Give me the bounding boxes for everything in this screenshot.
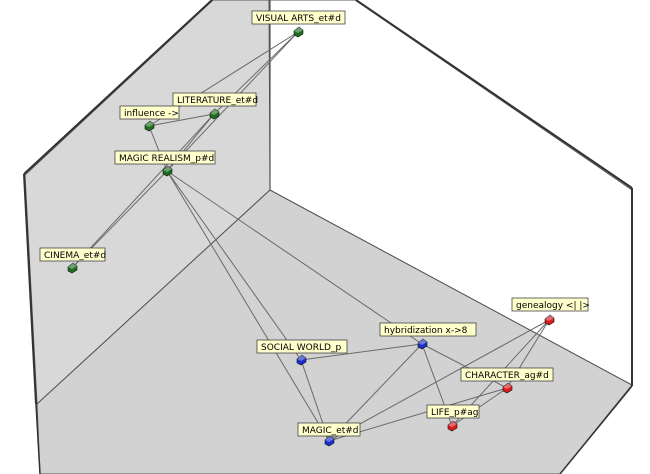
room-backdrop	[23, 0, 633, 474]
node-marker[interactable]	[67, 262, 78, 274]
edge-magic_realism-magic	[166, 170, 330, 442]
edge-genealogy-magic	[328, 319, 550, 442]
node-label: MAGIC_et#d	[302, 426, 359, 436]
node-influence[interactable]: influence ->	[119, 105, 180, 132]
node-label: influence ->	[124, 109, 179, 119]
node-label-box	[114, 150, 216, 165]
node-label-box	[297, 422, 361, 437]
floor-edge-left	[35, 403, 41, 474]
node-character[interactable]: CHARACTER_ag#d	[460, 367, 554, 394]
node-marker[interactable]	[324, 435, 335, 447]
node-marker[interactable]	[417, 338, 428, 350]
floor-edge-right	[559, 385, 633, 474]
node-marker[interactable]	[162, 165, 173, 177]
wall-edge-left-vertical	[23, 173, 37, 405]
node-label-box	[460, 367, 554, 382]
node-label-box	[172, 92, 257, 107]
node-label-box	[119, 105, 180, 120]
node-magic[interactable]: MAGIC_et#d	[297, 422, 361, 447]
node-hybridization[interactable]: hybridization x->8	[379, 322, 477, 350]
node-cinema[interactable]: CINEMA_et#d	[39, 247, 106, 274]
node-literature[interactable]: LITERATURE_et#d	[172, 92, 258, 120]
node-label: MAGIC REALISM_p#d	[119, 154, 214, 164]
node-label-box	[39, 247, 106, 262]
node-social_world[interactable]: SOCIAL WORLD_p	[256, 339, 348, 366]
node-label-box	[511, 297, 589, 312]
node-label: genealogy <| |>	[516, 301, 590, 311]
node-marker[interactable]	[144, 120, 155, 132]
node-marker[interactable]	[293, 26, 304, 38]
edge-magic_realism-social_world	[166, 170, 302, 361]
node-marker[interactable]	[447, 420, 458, 432]
node-marker[interactable]	[209, 108, 220, 120]
node-label: LITERATURE_et#d	[177, 96, 258, 106]
node-label: VISUAL ARTS_et#d	[256, 14, 341, 24]
wall-edge-left-outer	[23, 0, 213, 175]
edge-character-life	[451, 387, 508, 427]
node-label: CHARACTER_ag#d	[465, 371, 549, 381]
node-marker[interactable]	[296, 354, 307, 366]
edge-social_world-hybridization	[300, 343, 423, 361]
node-magic_realism[interactable]: MAGIC REALISM_p#d	[114, 150, 216, 177]
node-life[interactable]: LIFE_p#ag	[426, 404, 480, 432]
edge-magic_realism-hybridization	[166, 170, 423, 345]
node-label-box	[251, 10, 346, 25]
wall-edge-right-top	[355, 0, 633, 189]
node-label-box	[426, 404, 480, 419]
node-marker[interactable]	[502, 382, 513, 394]
node-label: hybridization x->8	[384, 326, 468, 336]
node-label: SOCIAL WORLD_p	[261, 343, 341, 353]
node-genealogy[interactable]: genealogy <| |>	[511, 297, 590, 326]
node-marker[interactable]	[544, 314, 555, 326]
node-label-box	[379, 322, 477, 337]
node-label: CINEMA_et#d	[44, 251, 106, 261]
node-visual_arts[interactable]: VISUAL ARTS_et#d	[251, 10, 346, 38]
edge-literature-influence	[148, 113, 215, 127]
node-label-box	[256, 339, 348, 354]
edge-literature-cinema	[71, 113, 215, 269]
node-label: LIFE_p#ag	[431, 408, 479, 418]
